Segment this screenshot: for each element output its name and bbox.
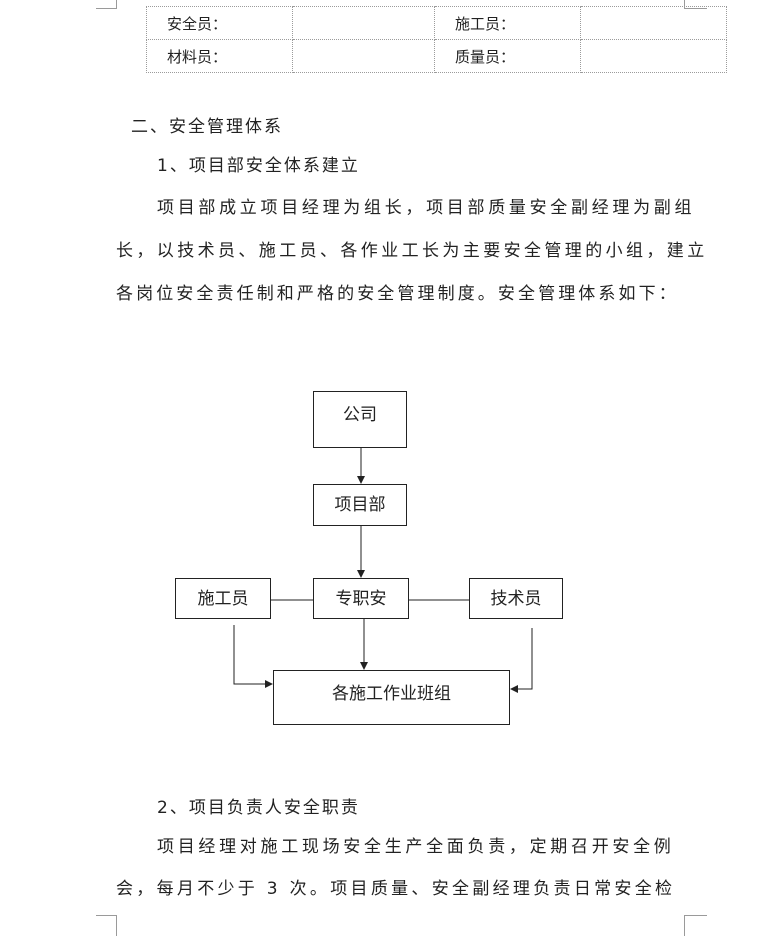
paragraph-line: 项目部成立项目经理为组长，项目部质量安全副经理为副组 (157, 198, 696, 218)
org-node-technician: 技术员 (469, 578, 563, 619)
paragraph-line: 长，以技术员、施工员、各作业工长为主要安全管理的小组，建立 (116, 241, 708, 261)
table-row: 材料员： 质量员： (146, 39, 727, 73)
paragraph-line: 项目经理对施工现场安全生产全面负责，定期召开安全例 (157, 837, 675, 857)
table-cell: 材料员： (146, 39, 293, 73)
subsection-title: 2、项目负责人安全职责 (157, 798, 360, 818)
org-node-constructor: 施工员 (175, 578, 271, 619)
table-cell (292, 39, 435, 73)
arrow-constructor-to-teams (233, 625, 273, 688)
table-cell: 安全员： (146, 6, 293, 40)
table-cell (292, 6, 435, 40)
page-corner-bottom-left (96, 915, 117, 936)
org-node-work-teams: 各施工作业班组 (273, 670, 510, 725)
org-node-company: 公司 (313, 391, 407, 448)
paragraph-line: 会，每月不少于 3 次。项目质量、安全副经理负责日常安全检 (116, 879, 676, 899)
org-node-safety-officer: 专职安 (313, 578, 409, 619)
table-cell: 质量员： (434, 39, 581, 73)
paragraph-line: 各岗位安全责任制和严格的安全管理制度。安全管理体系如下： (116, 284, 679, 304)
page-corner-top-left (96, 0, 117, 9)
org-node-project-dept: 项目部 (313, 484, 407, 526)
section-heading: 二、安全管理体系 (131, 117, 283, 137)
page-corner-bottom-right (684, 915, 707, 936)
subsection-title: 1、项目部安全体系建立 (157, 156, 360, 176)
staff-table: 安全员： 施工员： 材料员： 质量员： (146, 6, 727, 73)
table-cell (580, 39, 727, 73)
arrow-technician-to-teams (510, 628, 533, 693)
table-cell (580, 6, 727, 40)
